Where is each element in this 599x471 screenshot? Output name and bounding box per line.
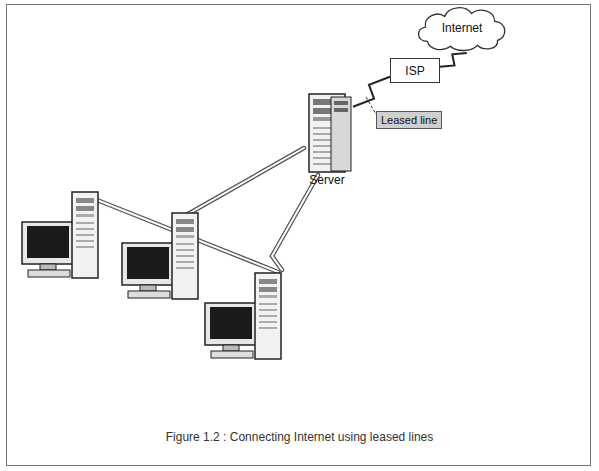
figure-caption: Figure 1.2 : Connecting Internet using l… bbox=[0, 430, 599, 444]
node-label: Server bbox=[301, 173, 353, 187]
lightning-link bbox=[440, 53, 467, 67]
node-label: Leased line bbox=[381, 114, 437, 126]
node-label: Internet bbox=[442, 21, 483, 35]
node-label: ISP bbox=[405, 64, 424, 78]
server-node: Server bbox=[301, 93, 353, 191]
callout-box: Leased line bbox=[376, 111, 442, 129]
server-tower bbox=[301, 93, 353, 173]
lightning-link bbox=[353, 77, 390, 107]
isp-box: ISP bbox=[390, 58, 440, 83]
cloud-node: Internet bbox=[414, 3, 510, 53]
